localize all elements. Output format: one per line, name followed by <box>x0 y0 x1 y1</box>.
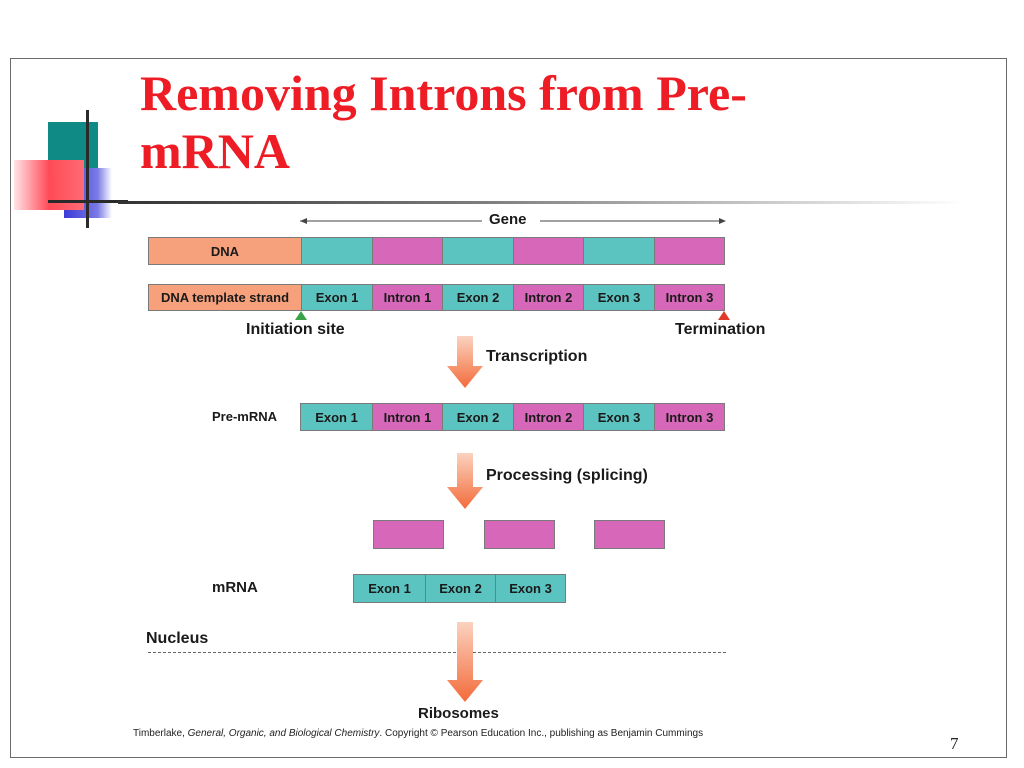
mrna-exon-3: Exon 3 <box>495 575 565 602</box>
pre-mrna-intron-1: Intron 1 <box>372 404 442 430</box>
dna-segment <box>301 238 372 264</box>
segment-label: Exon 3 <box>509 581 552 596</box>
dna-segment <box>442 238 513 264</box>
segment-label: Exon 3 <box>597 409 641 425</box>
segment-label: Exon 2 <box>456 290 500 305</box>
termination-marker-icon <box>718 311 730 320</box>
vertical-line-icon <box>86 110 89 228</box>
dna-segment <box>583 238 654 264</box>
pre-mrna-exon-1: Exon 1 <box>301 404 372 430</box>
termination-label: Termination <box>675 321 766 338</box>
dna-lead-segment: DNA <box>149 238 301 264</box>
pre-mrna-exon-2: Exon 2 <box>442 404 513 430</box>
source-credit: Timberlake, General, Organic, and Biolog… <box>133 728 703 739</box>
processing-arrow-icon <box>447 453 483 509</box>
page-title: Removing Introns from Pre-mRNA <box>140 65 747 179</box>
transcription-arrow-icon <box>447 336 483 388</box>
gene-span-arrow <box>300 218 726 224</box>
segment-label: Intron 1 <box>383 409 432 425</box>
gene-label: Gene <box>489 211 527 228</box>
pre-mrna-exon-3: Exon 3 <box>583 404 654 430</box>
mrna-exon-2: Exon 2 <box>425 575 495 602</box>
processing-label: Processing (splicing) <box>486 467 648 484</box>
removed-intron-2 <box>484 520 555 549</box>
corner-decoration <box>12 108 142 228</box>
horizontal-line-icon <box>48 200 128 203</box>
template-intron-3: Intron 3 <box>654 285 724 310</box>
removed-intron-1 <box>373 520 444 549</box>
nucleus-label: Nucleus <box>146 630 209 647</box>
template-strand-bar: DNA template strand Exon 1 Intron 1 Exon… <box>148 284 725 311</box>
dna-segment <box>372 238 442 264</box>
dna-segment <box>654 238 724 264</box>
segment-label: Intron 3 <box>665 409 714 425</box>
segment-label: Intron 3 <box>665 290 714 305</box>
dna-label: DNA <box>210 243 240 259</box>
segment-label: Exon 3 <box>597 290 641 305</box>
export-arrow-icon <box>447 622 483 702</box>
template-exon-3: Exon 3 <box>583 285 654 310</box>
transcription-label: Transcription <box>486 348 588 365</box>
initiation-site-label: Initiation site <box>246 321 345 338</box>
ribosomes-label: Ribosomes <box>418 705 499 722</box>
mrna-label: mRNA <box>212 579 258 596</box>
page-number: 7 <box>950 734 959 753</box>
slide-frame <box>10 58 1007 758</box>
credit-book: General, Organic, and Biological Chemist… <box>187 728 380 739</box>
mrna-bar: Exon 1 Exon 2 Exon 3 <box>353 574 566 603</box>
template-intron-2: Intron 2 <box>513 285 583 310</box>
pre-mrna-intron-3: Intron 3 <box>654 404 724 430</box>
removed-intron-3 <box>594 520 665 549</box>
credit-rest: . Copyright © Pearson Education Inc., pu… <box>379 728 704 739</box>
template-strand-label: DNA template strand <box>160 290 290 305</box>
title-divider <box>118 201 964 204</box>
dna-segment <box>513 238 583 264</box>
segment-label: Exon 2 <box>439 581 482 596</box>
segment-label: Intron 1 <box>383 290 432 305</box>
nuclear-membrane-line <box>148 652 726 653</box>
template-lead-segment: DNA template strand <box>149 285 301 310</box>
template-exon-2: Exon 2 <box>442 285 513 310</box>
template-intron-1: Intron 1 <box>372 285 442 310</box>
pre-mrna-bar: Exon 1 Intron 1 Exon 2 Intron 2 Exon 3 I… <box>300 403 725 431</box>
pre-mrna-label: Pre-mRNA <box>212 409 278 424</box>
segment-label: Exon 1 <box>315 290 359 305</box>
initiation-marker-icon <box>295 311 307 320</box>
segment-label: Intron 2 <box>524 409 573 425</box>
credit-author: Timberlake, <box>133 728 188 739</box>
dna-bar: DNA <box>148 237 725 265</box>
segment-label: Exon 1 <box>315 409 358 425</box>
segment-label: Exon 2 <box>456 409 500 425</box>
template-exon-1: Exon 1 <box>301 285 372 310</box>
segment-label: Intron 2 <box>524 290 573 305</box>
segment-label: Exon 1 <box>368 581 411 596</box>
pre-mrna-intron-2: Intron 2 <box>513 404 583 430</box>
mrna-exon-1: Exon 1 <box>354 575 425 602</box>
